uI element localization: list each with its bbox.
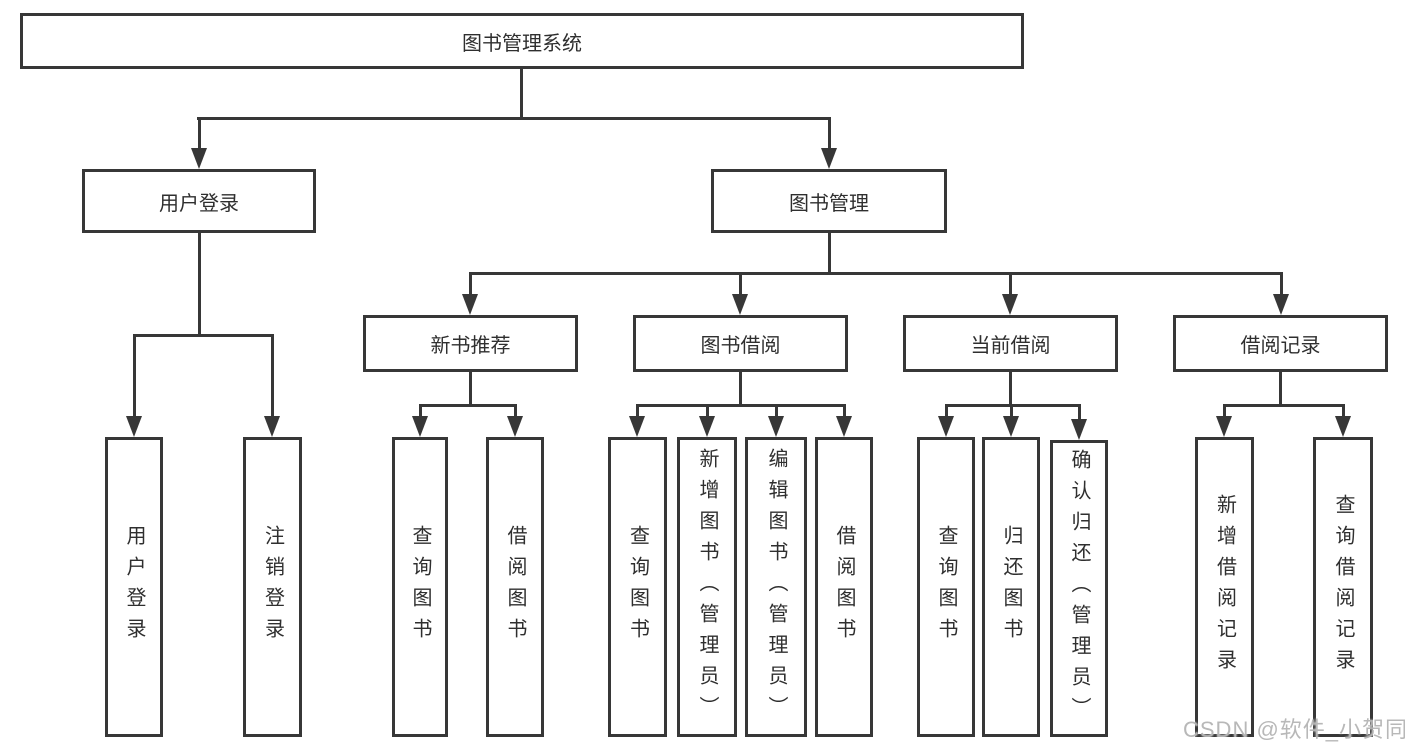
- leaf-label: 新增借阅记录: [1213, 494, 1236, 680]
- arrow-down-icon: [507, 416, 523, 437]
- connector-line: [469, 272, 472, 296]
- leaf-add-borrow-record: 新增借阅记录: [1195, 437, 1254, 737]
- node-label: 新书推荐: [430, 335, 511, 357]
- leaf-user-login: 用户登录: [105, 437, 163, 737]
- connector-line: [469, 372, 472, 406]
- arrow-down-icon: [1002, 294, 1018, 315]
- connector-line: [198, 233, 201, 336]
- connector-line: [945, 404, 948, 418]
- leaf-label: 注销登录: [261, 525, 284, 649]
- connector-line: [636, 404, 846, 407]
- connector-line: [1009, 372, 1012, 406]
- arrow-down-icon: [1273, 294, 1289, 315]
- leaf-borrow-books-newbook: 借阅图书: [486, 437, 544, 737]
- connector-line: [828, 233, 831, 274]
- leaf-add-book-admin: 新增图书（管理员）: [677, 437, 737, 737]
- leaf-label: 查询图书: [626, 525, 649, 649]
- arrow-down-icon: [836, 416, 852, 437]
- connector-line: [1279, 372, 1282, 406]
- connector-line: [1342, 404, 1345, 418]
- node-borrow-records: 借阅记录: [1173, 315, 1388, 372]
- leaf-query-books-newbook: 查询图书: [392, 437, 448, 737]
- node-user-login: 用户登录: [82, 169, 316, 233]
- connector-line: [1223, 404, 1345, 407]
- arrow-down-icon: [412, 416, 428, 437]
- leaf-label: 借阅图书: [504, 525, 526, 649]
- node-book-management: 图书管理: [711, 169, 947, 233]
- arrow-down-icon: [768, 416, 784, 437]
- leaf-label: 用户登录: [123, 525, 145, 649]
- connector-line: [514, 404, 517, 418]
- csdn-watermark: CSDN @软件_小贺同学: [1183, 717, 1405, 742]
- connector-line: [706, 404, 709, 418]
- leaf-label: 归还图书: [1000, 525, 1022, 649]
- leaf-logout-login: 注销登录: [243, 437, 302, 737]
- connector-line: [197, 117, 831, 120]
- arrow-down-icon: [629, 416, 645, 437]
- leaf-query-books-borrow: 查询图书: [608, 437, 667, 737]
- node-current-borrow: 当前借阅: [903, 315, 1118, 372]
- arrow-down-icon: [1216, 416, 1232, 437]
- connector-line: [271, 334, 274, 418]
- arrow-down-icon: [1335, 416, 1351, 437]
- leaf-label: 查询图书: [935, 525, 957, 649]
- leaf-confirm-return-admin: 确认归还（管理员）: [1050, 440, 1108, 737]
- arrow-down-icon: [1003, 416, 1019, 437]
- connector-line: [1280, 272, 1283, 296]
- leaf-label: 编辑图书（管理员）: [765, 447, 787, 727]
- arrow-down-icon: [126, 416, 142, 437]
- node-label: 图书管理: [789, 192, 869, 215]
- node-label: 当前借阅: [970, 335, 1051, 357]
- node-label: 图书管理系统: [462, 32, 582, 55]
- connector-line: [636, 404, 639, 418]
- connector-line: [1010, 404, 1013, 418]
- connector-line: [739, 372, 742, 406]
- connector-line: [198, 117, 201, 149]
- arrow-down-icon: [191, 148, 207, 169]
- node-label: 图书借阅: [700, 335, 781, 357]
- connector-line: [843, 404, 846, 418]
- leaf-label: 查询图书: [409, 525, 431, 649]
- connector-line: [419, 404, 517, 407]
- leaf-label: 新增图书（管理员）: [696, 447, 718, 727]
- connector-line: [945, 404, 1081, 407]
- connector-line: [520, 68, 523, 118]
- connector-line: [1009, 272, 1012, 296]
- connector-line: [775, 404, 778, 418]
- arrow-down-icon: [462, 294, 478, 315]
- arrow-down-icon: [699, 416, 715, 437]
- node-new-book-recommend: 新书推荐: [363, 315, 578, 372]
- connector-line: [1223, 404, 1226, 418]
- arrow-down-icon: [1071, 419, 1087, 440]
- leaf-borrow-books-borrow: 借阅图书: [815, 437, 873, 737]
- node-book-borrow: 图书借阅: [633, 315, 848, 372]
- arrow-down-icon: [938, 416, 954, 437]
- node-label: 借阅记录: [1240, 335, 1321, 357]
- connector-line: [739, 272, 742, 296]
- leaf-label: 借阅图书: [833, 525, 855, 649]
- connector-line: [1078, 404, 1081, 421]
- leaf-return-book: 归还图书: [982, 437, 1040, 737]
- connector-line: [133, 334, 274, 337]
- connector-line: [828, 117, 831, 149]
- connector-line: [419, 404, 422, 418]
- leaf-edit-book-admin: 编辑图书（管理员）: [745, 437, 807, 737]
- leaf-query-borrow-record: 查询借阅记录: [1313, 437, 1373, 737]
- node-label: 用户登录: [159, 192, 239, 215]
- arrow-down-icon: [732, 294, 748, 315]
- connector-line: [469, 272, 1283, 275]
- leaf-label: 查询借阅记录: [1332, 494, 1354, 680]
- leaf-label: 确认归还（管理员）: [1068, 449, 1090, 728]
- node-library-management-system: 图书管理系统: [20, 13, 1024, 69]
- arrow-down-icon: [821, 148, 837, 169]
- leaf-query-books-current: 查询图书: [917, 437, 975, 737]
- connector-line: [133, 334, 136, 418]
- arrow-down-icon: [264, 416, 280, 437]
